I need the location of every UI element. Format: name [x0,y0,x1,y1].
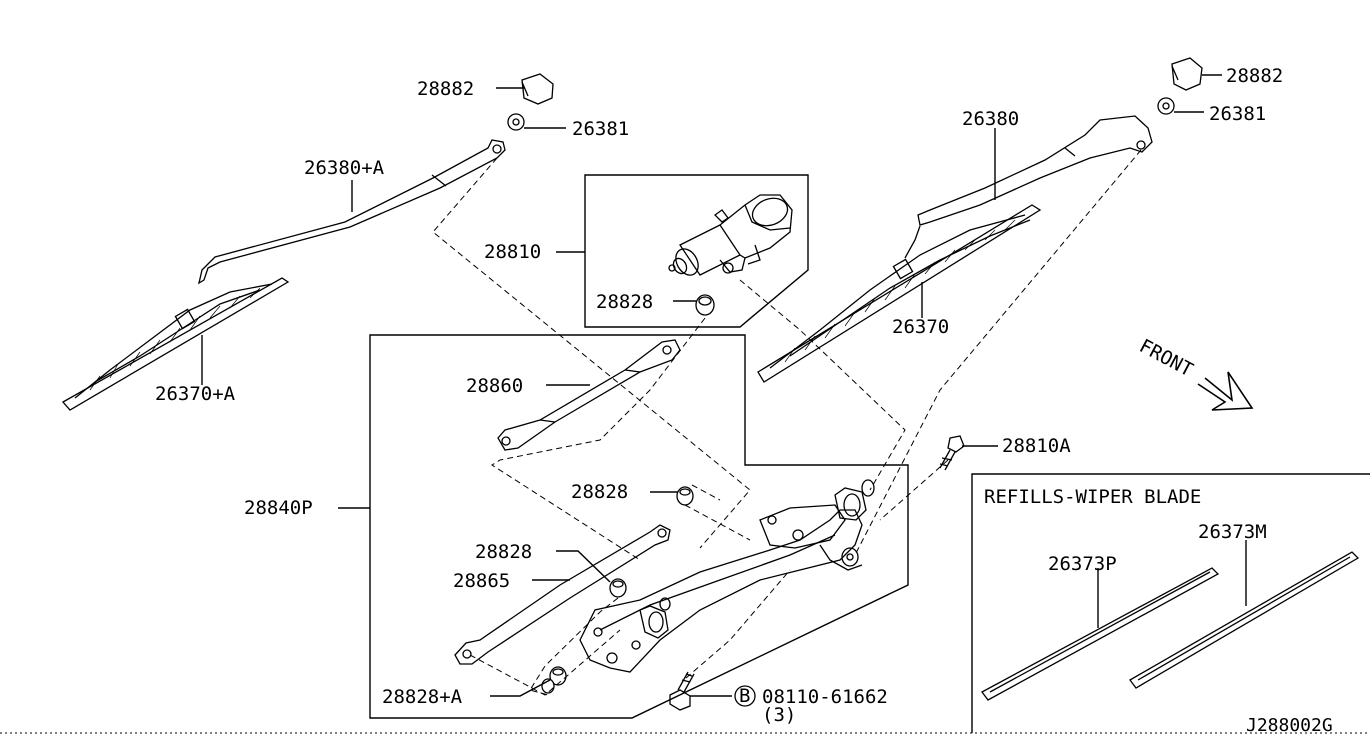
refill-26373P [981,567,1220,701]
motor-inset-box [584,174,809,328]
label-28882-left: 28882 [417,78,474,100]
wiper-motor [668,194,793,276]
assembly-dashed-lines [432,149,1142,696]
label-front: FRONT [1136,335,1197,381]
mounting-bolt-28810A [939,435,965,471]
bolt-circle-marker [734,685,756,707]
leader-lines [201,74,1247,697]
connecting-rod-28860 [497,339,681,451]
mounting-bolt-08110 [669,671,695,711]
label-26370a: 26370+A [155,383,236,405]
label-26380: 26380 [962,108,1019,130]
front-arrow [1197,371,1254,411]
label-26373p: 26373P [1048,553,1117,575]
right-wiper-cap [1171,57,1203,91]
left-wiper-blade [61,277,290,411]
label-28828-motor: 28828 [596,291,653,313]
label-26381-right: 26381 [1209,103,1266,125]
label-28860: 28860 [466,375,523,397]
label-28810: 28810 [484,241,541,263]
refills-inset-box [971,473,1370,733]
diagram-id: J288002G [1246,715,1333,736]
linkage-inset-box [369,334,909,719]
label-28882-right: 28882 [1226,65,1283,87]
label-26380a: 26380+A [304,157,385,179]
connecting-rod-28865 [454,524,671,665]
linkage-bushings [541,486,694,694]
label-26370: 26370 [892,316,949,338]
label-bolt-qty: (3) [762,704,796,726]
label-28828a: 28828+A [382,686,463,708]
label-bolt-code: 08110-61662 [762,686,888,708]
motor-bushing [695,294,715,316]
label-26373m: 26373M [1198,521,1267,543]
label-26381-left: 26381 [572,118,629,140]
refills-title: REFILLS-WIPER BLADE [984,486,1201,508]
left-wiper-cap [521,73,554,105]
right-wiper-blade [757,204,1042,383]
pivot-frame [579,479,875,673]
label-28840p: 28840P [244,497,313,519]
label-28828-b: 28828 [475,541,532,563]
refill-26373M [1129,551,1360,689]
right-wiper-arm [917,115,1153,226]
left-wiper-arm [198,139,506,285]
right-wiper-nut [1157,97,1175,115]
label-bolt-circle: B [739,685,750,707]
left-wiper-nut [507,113,525,131]
label-28865: 28865 [453,570,510,592]
label-28828-a: 28828 [571,481,628,503]
label-28810a: 28810A [1002,435,1071,457]
